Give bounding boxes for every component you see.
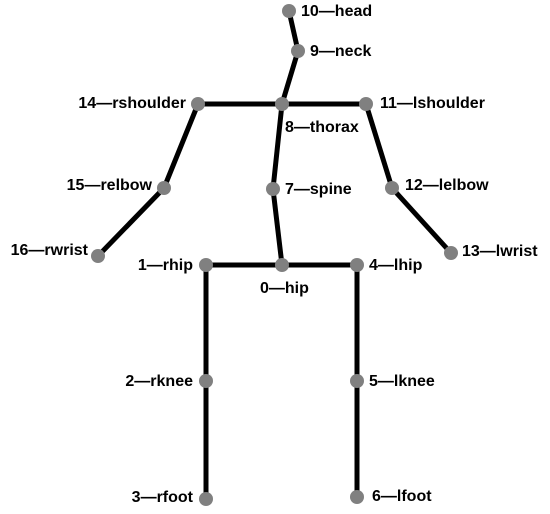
bone-15-16: [95, 185, 167, 259]
joint-label-11: 11—lshoulder: [380, 95, 485, 112]
joint-label-8: 8—thorax: [285, 119, 359, 136]
joint-15: [157, 181, 171, 195]
joint-label-9: 9—neck: [310, 43, 371, 60]
joint-label-7: 7—spine: [285, 181, 352, 198]
joint-6: [350, 490, 364, 504]
joint-3: [199, 492, 213, 506]
bone-11-12: [363, 101, 395, 191]
joint-label-13: 13—lwrist: [462, 243, 538, 260]
joint-label-3: 3—rfoot: [132, 489, 194, 506]
joint-13: [444, 246, 458, 260]
joint-4: [350, 258, 364, 272]
bone-0-7: [270, 186, 285, 268]
joint-label-5: 5—lknee: [369, 373, 435, 390]
joint-label-15: 15—relbow: [67, 177, 153, 194]
joint-16: [91, 249, 105, 263]
joint-label-2: 2—rknee: [125, 373, 193, 390]
joint-12: [385, 181, 399, 195]
joint-label-16: 16—rwrist: [11, 242, 89, 259]
bone-8-9: [279, 48, 301, 107]
joint-9: [291, 44, 305, 58]
joint-label-4: 4—lhip: [369, 257, 423, 274]
joint-10: [282, 4, 296, 18]
bone-7-8: [270, 101, 285, 192]
joints-layer: [91, 4, 458, 506]
joint-11: [359, 97, 373, 111]
joint-label-12: 12—lelbow: [405, 177, 489, 194]
joint-1: [199, 258, 213, 272]
joint-14: [191, 97, 205, 111]
joint-label-6: 6—lfoot: [372, 488, 432, 505]
joint-label-0: 0—hip: [260, 280, 309, 297]
joint-2: [199, 374, 213, 388]
joint-label-10: 10—head: [301, 3, 372, 20]
joint-8: [275, 97, 289, 111]
joint-label-14: 14—rshoulder: [78, 95, 186, 112]
bone-14-15: [161, 101, 201, 191]
joint-label-1: 1—rhip: [138, 257, 193, 274]
labels-layer: 0—hip 1—rhip 2—rknee 3—rfoot 4—lhip 5—lknee 6—…: [11, 3, 539, 506]
bones-layer: [95, 8, 454, 502]
joint-0: [275, 258, 289, 272]
joint-5: [350, 374, 364, 388]
bone-12-13: [389, 185, 454, 256]
joint-7: [266, 182, 280, 196]
